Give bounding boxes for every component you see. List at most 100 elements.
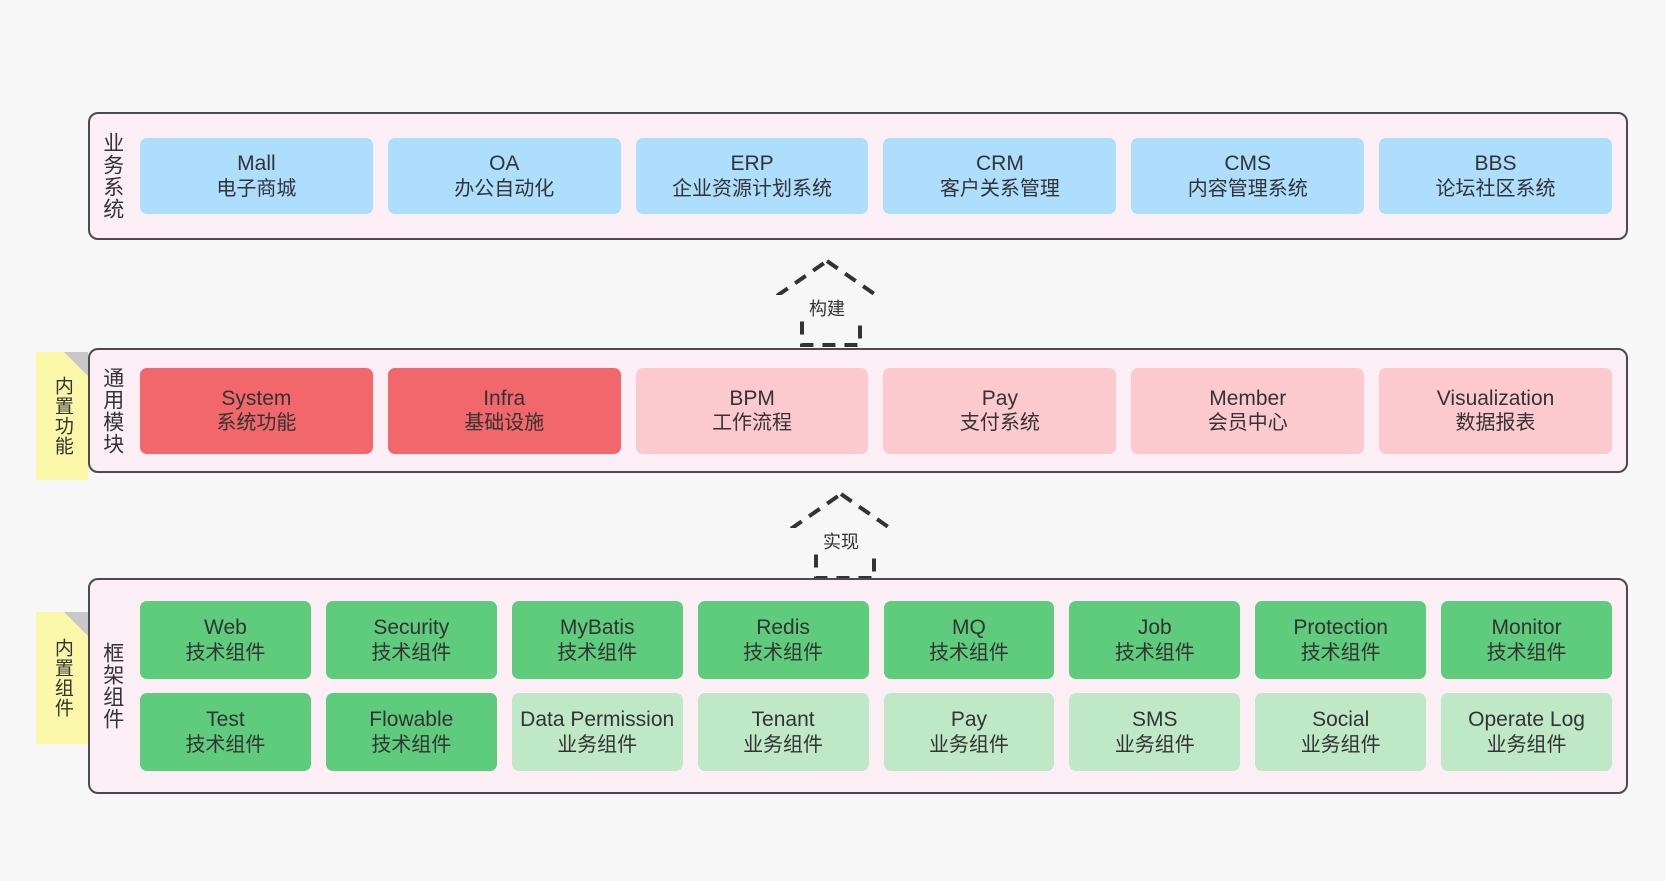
sticky-note-label: 内置功能 <box>51 376 73 456</box>
card-subtitle: 论坛社区系统 <box>1435 177 1556 200</box>
card-monitor[interactable]: Monitor 技术组件 <box>1441 601 1612 679</box>
card-subtitle: 工作流程 <box>712 412 793 435</box>
card-mybatis[interactable]: MyBatis 技术组件 <box>511 601 683 679</box>
card-title: Test <box>206 708 245 731</box>
folded-corner-icon <box>64 352 88 376</box>
card-title: Web <box>204 616 247 639</box>
card-cms[interactable]: CMS 内容管理系统 <box>1131 138 1365 214</box>
layer-business-systems: 业务系统 Mall 电子商城 OA 办公自动化 ERP 企业资源计划系统 CRM… <box>88 112 1628 240</box>
card-sms[interactable]: SMS 业务组件 <box>1069 693 1241 771</box>
card-infra[interactable]: Infra 基础设施 <box>387 367 621 454</box>
card-title: MyBatis <box>559 616 635 639</box>
card-subtitle: 支付系统 <box>959 412 1040 435</box>
card-subtitle: 技术组件 <box>371 641 452 664</box>
card-erp[interactable]: ERP 企业资源计划系统 <box>635 138 869 214</box>
card-bpm[interactable]: BPM 工作流程 <box>635 367 869 454</box>
layer-body-business-systems: Mall 电子商城 OA 办公自动化 ERP 企业资源计划系统 CRM 客户关系… <box>134 114 1626 238</box>
card-bbs[interactable]: BBS 论坛社区系统 <box>1379 138 1612 214</box>
card-crm[interactable]: CRM 客户关系管理 <box>883 138 1117 214</box>
card-title: Redis <box>756 616 810 639</box>
folded-corner-icon <box>64 612 88 636</box>
card-subtitle: 业务组件 <box>557 733 638 756</box>
card-tenant[interactable]: Tenant 业务组件 <box>697 693 869 771</box>
card-title: Operate Log <box>1468 708 1585 731</box>
card-title: Infra <box>483 386 526 410</box>
card-title: Tenant <box>751 708 815 731</box>
card-subtitle: 电子商城 <box>216 177 297 200</box>
card-subtitle: 企业资源计划系统 <box>672 177 833 200</box>
connector-implement: 实现 <box>766 488 916 583</box>
card-subtitle: 基础设施 <box>464 412 545 435</box>
sticky-note-builtin-features: 内置功能 <box>36 352 88 480</box>
card-redis[interactable]: Redis 技术组件 <box>697 601 869 679</box>
card-subtitle: 技术组件 <box>743 641 824 664</box>
card-protection[interactable]: Protection 技术组件 <box>1255 601 1427 679</box>
card-title: BPM <box>729 386 775 410</box>
card-subtitle: 系统功能 <box>216 412 297 435</box>
card-test[interactable]: Test 技术组件 <box>140 693 311 771</box>
card-title: CMS <box>1224 152 1272 175</box>
card-web[interactable]: Web 技术组件 <box>140 601 311 679</box>
card-subtitle: 业务组件 <box>743 733 824 756</box>
card-subtitle: 办公自动化 <box>454 177 555 200</box>
card-subtitle: 业务组件 <box>1300 733 1381 756</box>
card-row: System 系统功能 Infra 基础设施 BPM 工作流程 Pay 支付系统… <box>140 367 1612 454</box>
card-title: Protection <box>1293 616 1388 639</box>
card-member[interactable]: Member 会员中心 <box>1131 367 1365 454</box>
card-pay-business[interactable]: Pay 业务组件 <box>883 693 1055 771</box>
card-title: System <box>221 386 292 410</box>
card-title: BBS <box>1474 152 1517 175</box>
card-visualization[interactable]: Visualization 数据报表 <box>1379 367 1612 454</box>
card-title: Member <box>1209 386 1287 410</box>
card-title: MQ <box>952 616 986 639</box>
card-subtitle: 技术组件 <box>557 641 638 664</box>
card-title: Flowable <box>369 708 454 731</box>
card-title: CRM <box>975 152 1024 175</box>
card-subtitle: 技术组件 <box>185 641 266 664</box>
layer-title-business-systems: 业务系统 <box>100 132 124 220</box>
card-row: Mall 电子商城 OA 办公自动化 ERP 企业资源计划系统 CRM 客户关系… <box>140 138 1612 214</box>
card-subtitle: 会员中心 <box>1207 412 1288 435</box>
card-mall[interactable]: Mall 电子商城 <box>140 138 373 214</box>
card-title: Pay <box>981 386 1018 410</box>
card-title: OA <box>489 152 520 175</box>
card-title: Job <box>1137 616 1172 639</box>
card-title: Social <box>1312 708 1370 731</box>
card-social[interactable]: Social 业务组件 <box>1255 693 1427 771</box>
layer-title-framework-components: 框架组件 <box>100 642 124 730</box>
card-operate-log[interactable]: Operate Log 业务组件 <box>1441 693 1612 771</box>
connector-build-label: 构建 <box>752 295 902 321</box>
dashed-hollow-arrow-icon <box>754 258 900 347</box>
card-subtitle: 客户关系管理 <box>939 177 1060 200</box>
card-title: Security <box>373 616 450 639</box>
connector-implement-label: 实现 <box>766 528 916 554</box>
card-subtitle: 技术组件 <box>371 733 452 756</box>
card-title: Monitor <box>1491 616 1562 639</box>
card-mq[interactable]: MQ 技术组件 <box>883 601 1055 679</box>
card-title: Visualization <box>1436 386 1555 410</box>
card-job[interactable]: Job 技术组件 <box>1069 601 1241 679</box>
card-pay[interactable]: Pay 支付系统 <box>883 367 1117 454</box>
card-subtitle: 业务组件 <box>1114 733 1195 756</box>
card-system[interactable]: System 系统功能 <box>140 367 373 454</box>
card-oa[interactable]: OA 办公自动化 <box>387 138 621 214</box>
card-title: ERP <box>730 152 774 175</box>
card-subtitle: 业务组件 <box>1486 733 1567 756</box>
card-title: Mall <box>237 152 276 175</box>
layer-title-common-modules: 通用模块 <box>100 366 124 455</box>
card-title: Pay <box>950 708 988 731</box>
card-data-permission[interactable]: Data Permission 业务组件 <box>511 693 683 771</box>
card-subtitle: 技术组件 <box>928 641 1009 664</box>
card-security[interactable]: Security 技术组件 <box>325 601 497 679</box>
card-subtitle: 内容管理系统 <box>1187 177 1308 200</box>
card-subtitle: 技术组件 <box>185 733 266 756</box>
card-subtitle: 数据报表 <box>1455 412 1536 435</box>
sticky-note-builtin-components: 内置组件 <box>36 612 88 744</box>
card-flowable[interactable]: Flowable 技术组件 <box>325 693 497 771</box>
card-title: SMS <box>1132 708 1178 731</box>
card-title: Data Permission <box>520 708 675 731</box>
card-row: Test 技术组件 Flowable 技术组件 Data Permission … <box>140 693 1612 771</box>
layer-body-framework-components: Web 技术组件 Security 技术组件 MyBatis 技术组件 Redi… <box>134 580 1626 792</box>
card-subtitle: 技术组件 <box>1300 641 1381 664</box>
